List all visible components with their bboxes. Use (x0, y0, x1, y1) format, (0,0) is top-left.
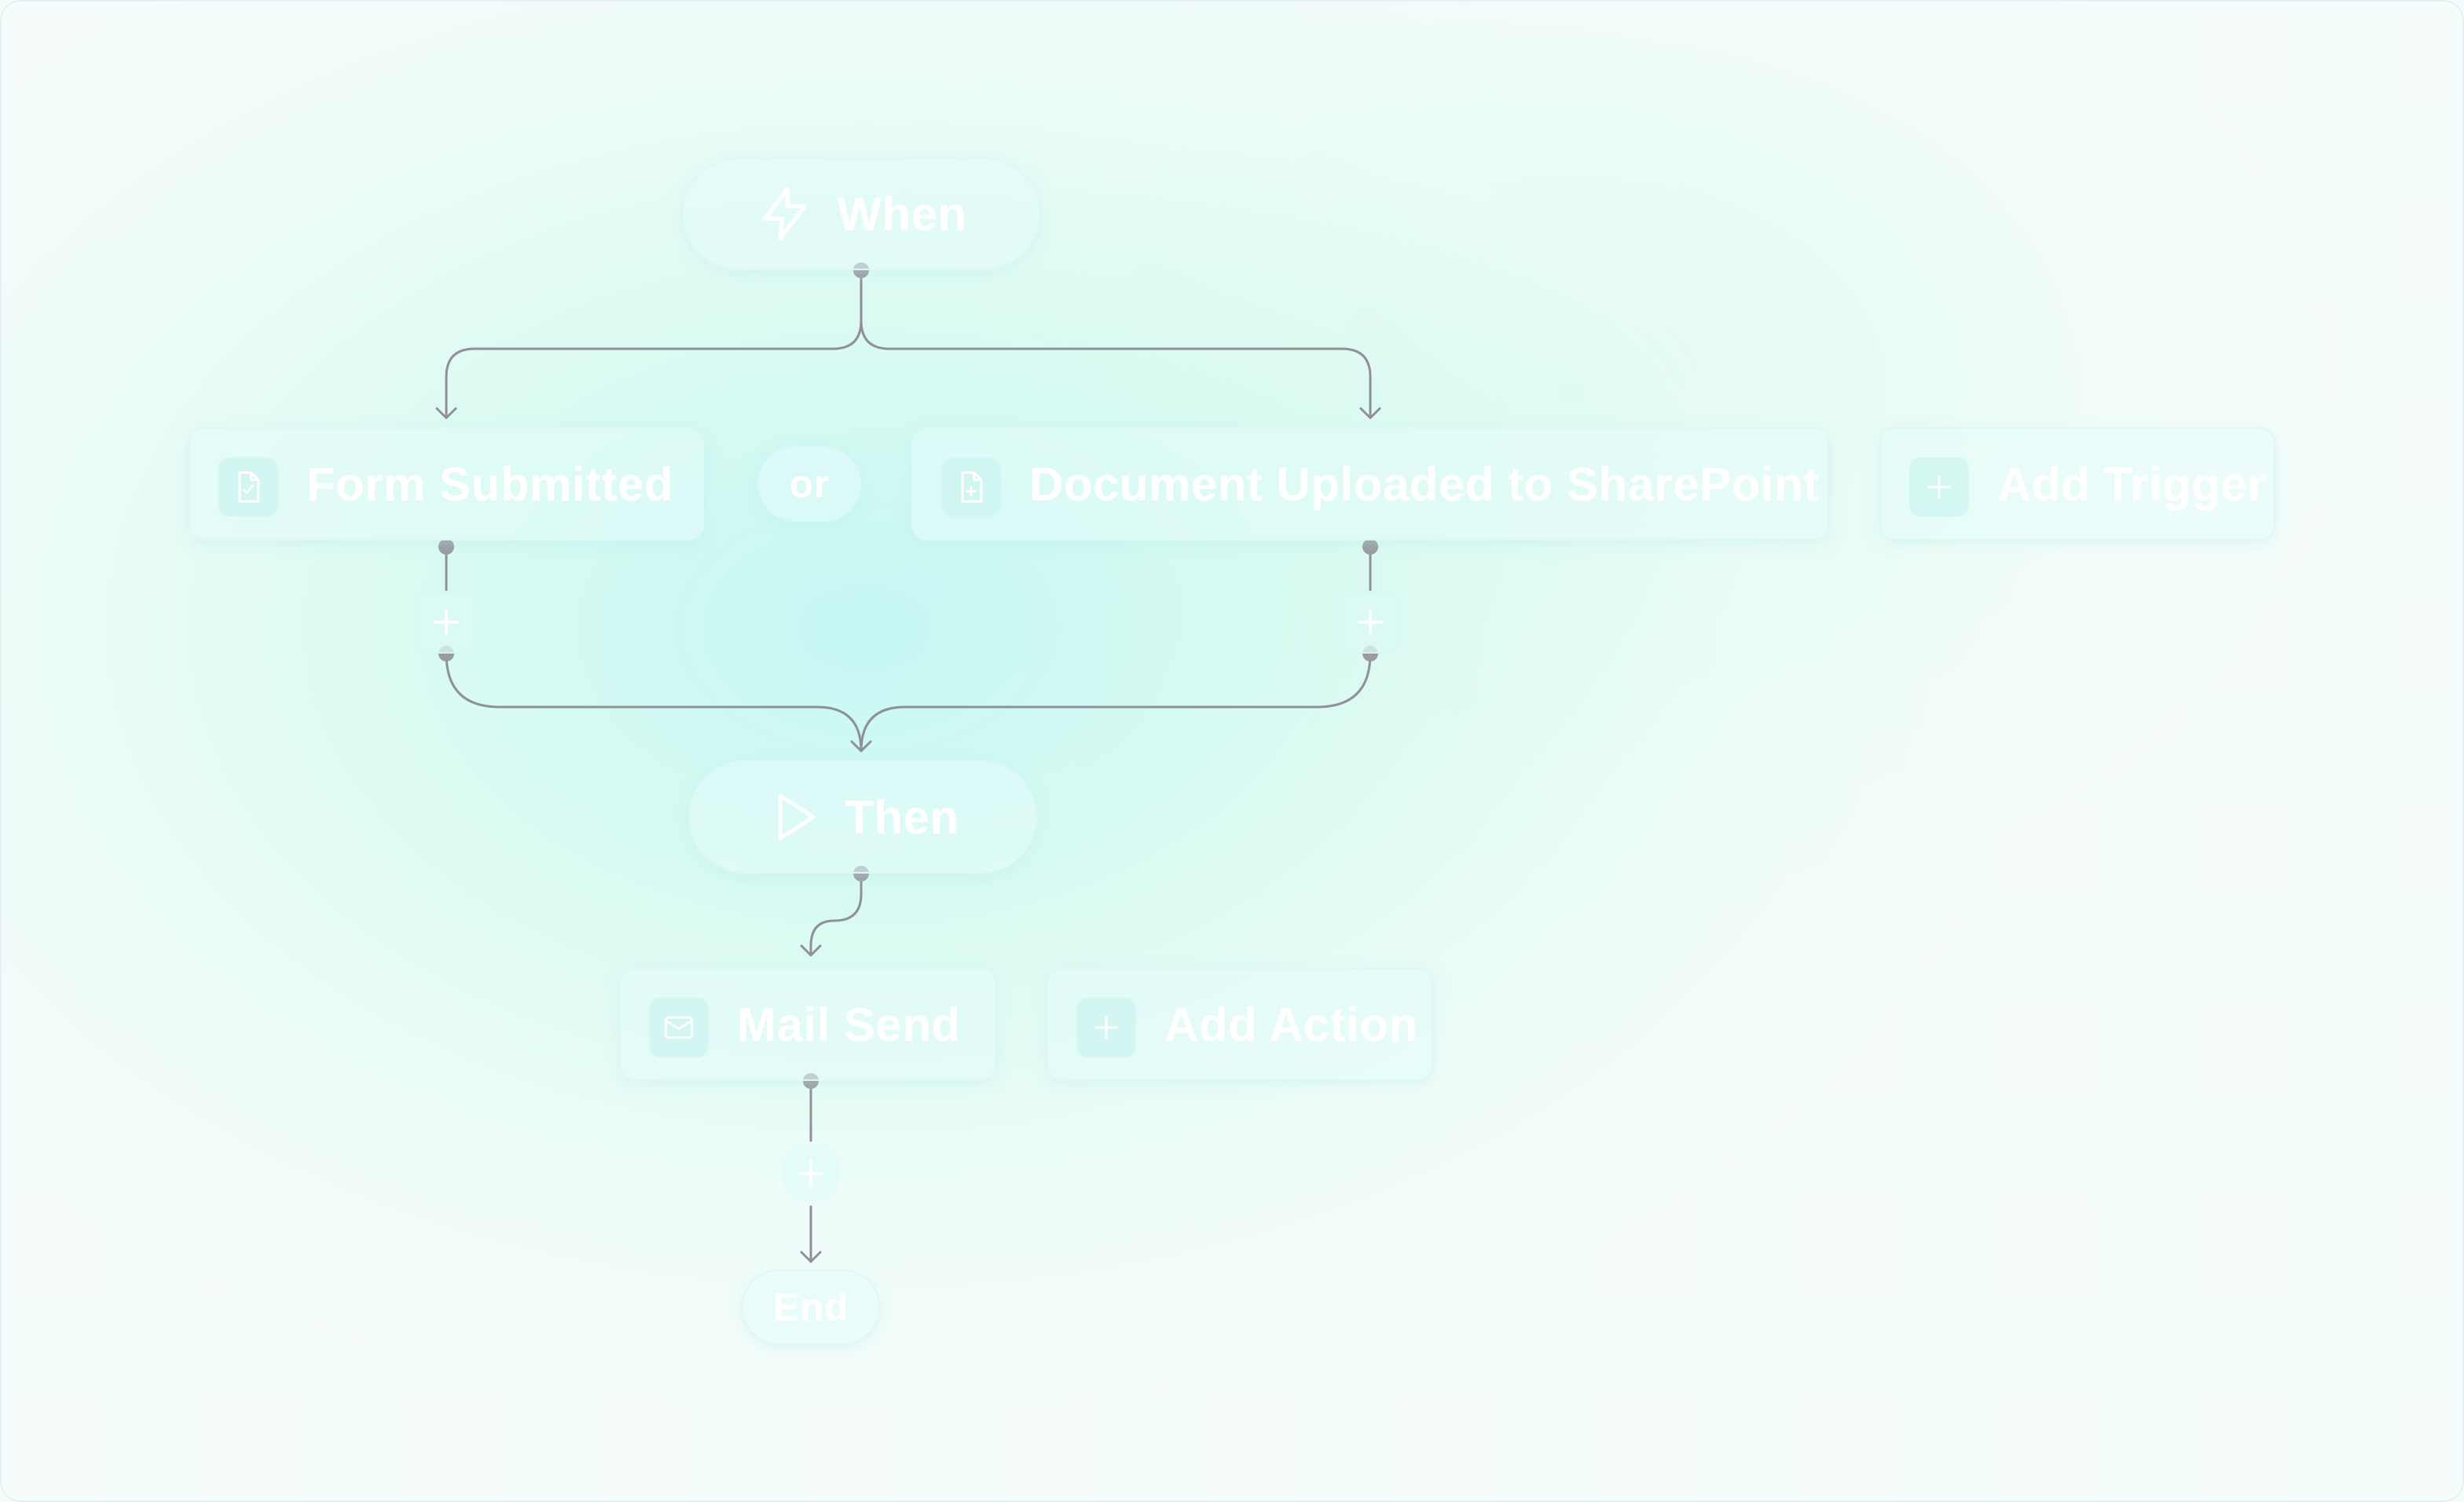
mail-icon (649, 998, 709, 1057)
then-label: Then (845, 790, 959, 844)
trigger-form-submitted-label: Form Submitted (306, 457, 673, 511)
insert-step-button-sharepoint[interactable] (1339, 591, 1402, 654)
plus-icon (1909, 457, 1969, 517)
arrowhead-form (435, 407, 457, 419)
connector-then-to-mail (809, 872, 863, 957)
add-trigger-button[interactable]: Add Trigger (1879, 427, 2275, 540)
insert-step-button-form[interactable] (415, 591, 478, 654)
arrowhead-mail (800, 944, 822, 957)
plus-icon (433, 609, 460, 636)
end-node: End (742, 1269, 880, 1345)
play-icon (778, 793, 816, 841)
arrowhead-sharepoint (1359, 407, 1381, 419)
when-label: When (837, 187, 967, 240)
then-node[interactable]: Then (688, 760, 1037, 874)
connector-when-to-form (445, 269, 863, 419)
plus-icon (1076, 998, 1136, 1057)
plus-icon (1357, 609, 1384, 636)
or-label: or (789, 462, 830, 506)
add-action-label: Add Action (1164, 998, 1418, 1051)
plus-icon (798, 1160, 824, 1187)
insert-step-button-end[interactable] (781, 1144, 841, 1203)
end-label: End (773, 1285, 849, 1329)
arrowhead-end (800, 1251, 822, 1263)
trigger-form-submitted[interactable]: Form Submitted (189, 427, 704, 540)
connector-sharepoint-to-then (860, 652, 1372, 753)
connector-form-to-then (445, 652, 863, 753)
add-action-button[interactable]: Add Action (1047, 968, 1433, 1081)
connector-dot-form-out (438, 539, 454, 555)
add-trigger-label: Add Trigger (1997, 457, 2267, 511)
arrowhead-then (850, 740, 872, 753)
or-separator: or (757, 446, 861, 522)
document-icon (941, 457, 1001, 517)
action-mail-send[interactable]: Mail Send (619, 968, 996, 1081)
lightning-icon (763, 186, 808, 241)
trigger-sharepoint-label: Document Uploaded to SharePoint (1029, 457, 1820, 511)
connector-when-to-sharepoint (860, 269, 1372, 419)
connector-dot-sharepoint-out (1362, 539, 1378, 555)
trigger-document-uploaded-sharepoint[interactable]: Document Uploaded to SharePoint (911, 427, 1829, 540)
when-node[interactable]: When (682, 157, 1040, 270)
form-document-icon (218, 457, 278, 517)
action-mail-send-label: Mail Send (737, 998, 961, 1051)
